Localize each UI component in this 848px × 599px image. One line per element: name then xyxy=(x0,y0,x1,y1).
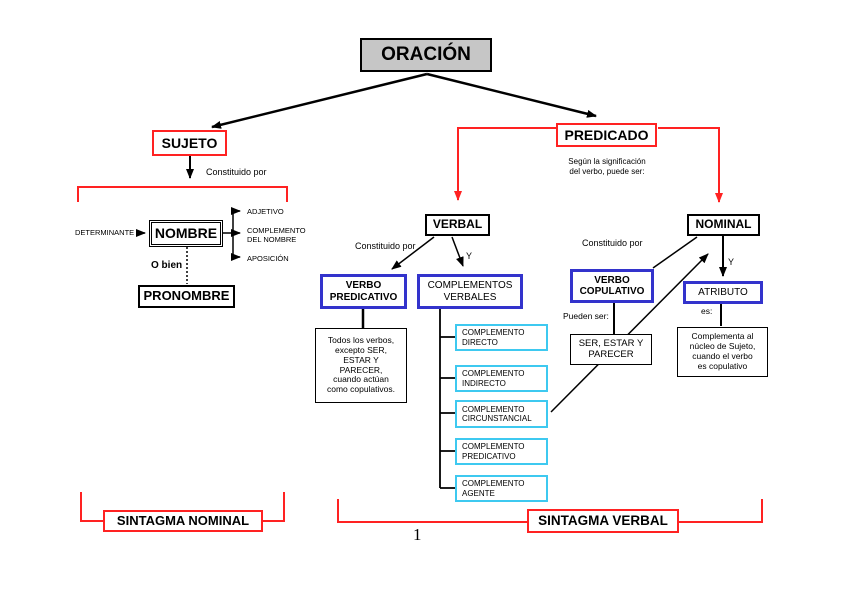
label-pueden-ser: Pueden ser: xyxy=(563,311,609,321)
node-complemento-circunstancial: COMPLEMENTO CIRCUNSTANCIAL xyxy=(455,400,548,428)
label-constituido-por-nominal: Constituido por xyxy=(582,238,643,248)
node-predicado: PREDICADO xyxy=(556,123,657,147)
complementos-list-spine xyxy=(439,309,455,489)
node-complemento-directo: COMPLEMENTO DIRECTO xyxy=(455,324,548,351)
arrow-predicado-verbal xyxy=(454,127,556,201)
note-verbo-predicativo: Todos los verbos, excepto SER, ESTAR Y P… xyxy=(315,328,407,403)
node-oracion: ORACIÓN xyxy=(360,38,492,72)
nombre-branch-spine xyxy=(222,211,234,257)
red-connectors xyxy=(77,127,763,523)
black-connectors xyxy=(136,72,727,489)
arrow-verbal-predicativo xyxy=(391,236,435,270)
node-sujeto: SUJETO xyxy=(152,130,227,156)
node-sintagma-verbal: SINTAGMA VERBAL xyxy=(527,509,679,533)
node-complemento-agente: COMPLEMENTO AGENTE xyxy=(455,475,548,502)
node-verbal: VERBAL xyxy=(425,214,490,236)
page-number: 1 xyxy=(413,525,422,544)
bracket-sintagma-nominal xyxy=(80,492,285,522)
label-constituido-por-sujeto: Constituido por xyxy=(206,167,267,177)
label-es: es: xyxy=(701,306,713,316)
node-verbo-predicativo: VERBO PREDICATIVO xyxy=(320,274,407,309)
node-nominal: NOMINAL xyxy=(687,214,760,236)
bracket-sujeto xyxy=(77,186,288,202)
arrow-predicado-nominal xyxy=(658,127,723,203)
node-atributo: ATRIBUTO xyxy=(683,281,763,304)
arrow-verbal-complementos xyxy=(451,236,464,267)
label-determinante: DETERMINANTE xyxy=(75,228,135,237)
label-o-bien: O bien xyxy=(151,260,183,271)
label-aposicion: APOSICIÓN xyxy=(247,254,289,263)
node-nombre: NOMBRE xyxy=(149,220,223,247)
arrow-oracion-sujeto xyxy=(211,72,428,129)
arrow-circunstancial-nominal xyxy=(550,253,709,413)
node-complemento-predicativo: COMPLEMENTO PREDICATIVO xyxy=(455,438,548,465)
label-adjetivo: ADJETIVO xyxy=(247,207,284,216)
node-complemento-indirecto: COMPLEMENTO INDIRECTO xyxy=(455,365,548,392)
arrow-oracion-predicado xyxy=(426,72,597,118)
label-constituido-por-verbal: Constituido por xyxy=(355,241,416,251)
bracket-sintagma-verbal xyxy=(337,499,763,523)
node-pronombre: PRONOMBRE xyxy=(138,285,235,308)
note-ser-estar-parecer: SER, ESTAR Y PARECER xyxy=(570,334,652,365)
node-sintagma-nominal: SINTAGMA NOMINAL xyxy=(103,510,263,532)
node-complementos-verbales: COMPLEMENTOS VERBALES xyxy=(417,274,523,309)
label-complemento-del-nombre: COMPLEMENTO DEL NOMBRE xyxy=(247,226,306,244)
line-nominal-copulativo xyxy=(652,236,698,269)
note-complementa-nucleo: Complementa al núcleo de Sujeto, cuando … xyxy=(677,327,768,377)
label-segun-significacion: Según la significación del verbo, puede … xyxy=(568,157,646,176)
label-y-nominal: Y xyxy=(728,257,735,267)
label-y-verbal: Y xyxy=(466,251,473,261)
node-verbo-copulativo: VERBO COPULATIVO xyxy=(570,269,654,303)
